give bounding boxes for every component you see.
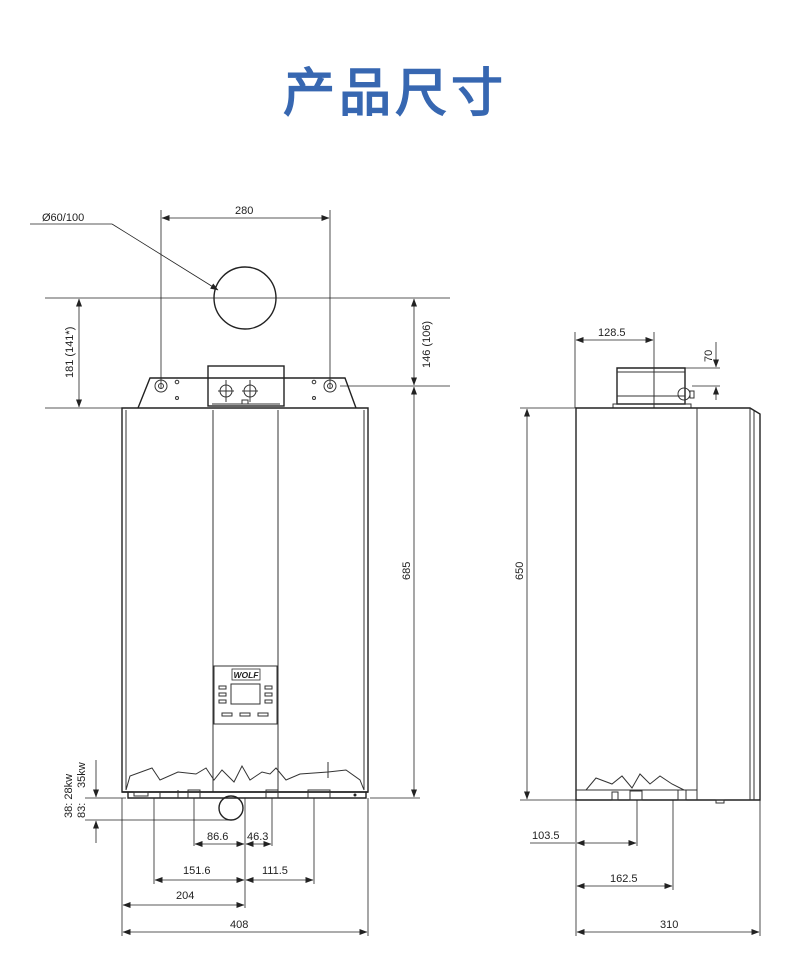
dim-685: 685 [401,562,413,580]
dim-35kw: 35kw [76,762,88,788]
control-panel: WOLF [213,665,278,725]
mounting-bracket [137,365,357,409]
dim-408: 408 [230,919,248,931]
dim-83: 83: [76,803,88,818]
dim-86-6: 86.6 [207,831,228,843]
dim-111-5: 111.5 [262,865,288,877]
dim-650: 650 [514,562,526,580]
bottom-connections [122,762,368,821]
flue-diameter-label: Ø60/100 [42,212,84,224]
boiler-casing-side [575,407,761,804]
dim-46-3: 46.3 [247,831,268,843]
dim-146-106: 146 (106) [421,321,433,368]
dim-204: 204 [176,890,194,902]
dim-280: 280 [235,205,253,217]
dim-70: 70 [703,350,715,362]
side-flue [612,367,695,409]
dim-162-5: 162.5 [610,873,638,885]
page-title: 产品尺寸 [282,64,507,124]
brand-logo: WOLF [233,670,259,680]
dim-310: 310 [660,919,678,931]
dim-38-28kw: 38: 28kw [63,774,75,818]
boiler-casing-front [121,407,369,793]
front-view: Ø60/100 280 181 (141*) 146 (106) [30,205,450,936]
side-view: 128.5 70 650 [514,327,761,936]
dim-103-5: 103.5 [532,830,560,842]
dim-181-141: 181 (141*) [64,327,76,378]
dim-151-6: 151.6 [183,865,211,877]
dim-128-5: 128.5 [598,327,626,339]
